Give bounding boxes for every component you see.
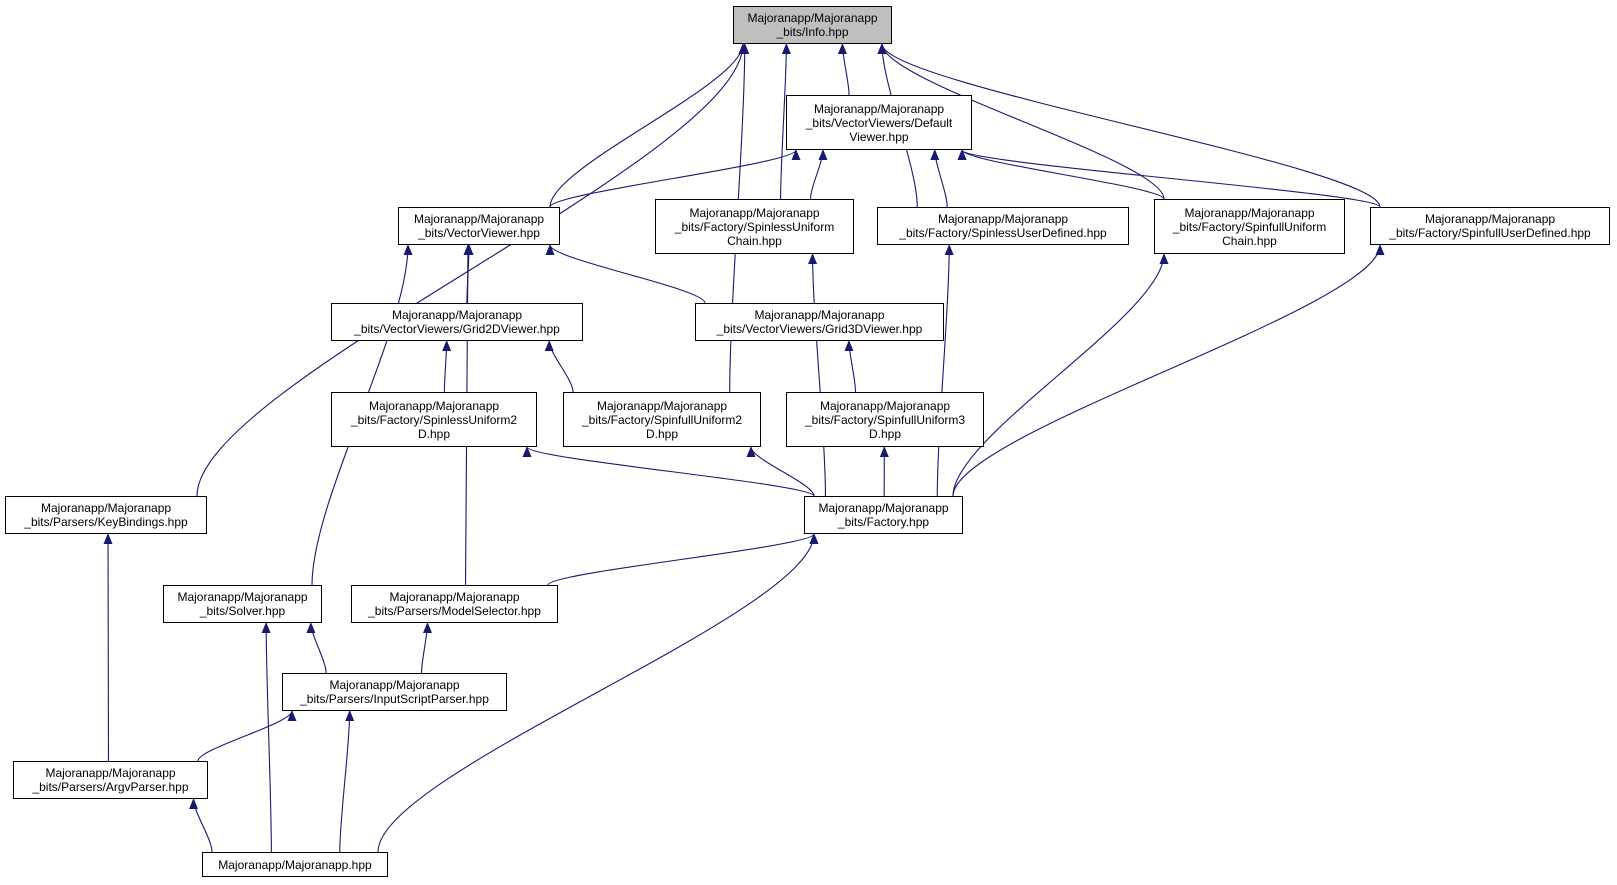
- node-label-line: _bits/Factory/SpinfullUniform2: [581, 412, 743, 427]
- edge-grid3d-to-vectorviewer: [545, 244, 706, 304]
- node-label-line: Majoranapp/Majoranapp: [329, 678, 460, 692]
- node-label-line: _bits/Factory/SpinfullUserDefined.hpp: [1389, 226, 1591, 240]
- node-label-line: _bits/Factory/SpinfullUniform: [1172, 219, 1327, 234]
- node-label-line: Viewer.hpp: [849, 129, 909, 144]
- node-label-line: Majoranapp/Majoranapp.hpp: [218, 857, 372, 872]
- edge-inputscript-to-solver: [306, 622, 327, 674]
- edge-spinfull3d-to-grid3d: [844, 340, 857, 393]
- node-grid3d[interactable]: Majoranapp/Majoranapp_bits/VectorViewers…: [695, 303, 944, 341]
- node-label-line: _bits/VectorViewers/Grid3DViewer.hpp: [716, 322, 923, 336]
- node-factory[interactable]: Majoranapp/Majoranapp_bits/Factory.hpp: [804, 496, 963, 534]
- node-label-line: Majoranapp/Majoranapp: [747, 11, 878, 25]
- node-label-line: Majoranapp/Majoranapp: [1184, 205, 1315, 220]
- node-label-line: _bits/VectorViewers/Default: [805, 115, 953, 130]
- node-label-line: Majoranapp/Majoranapp: [937, 212, 1069, 226]
- node-spinfulluser[interactable]: Majoranapp/Majoranapp_bits/Factory/Spinf…: [1370, 207, 1610, 245]
- node-label-line: _bits/Info.hpp: [776, 25, 849, 39]
- node-spinfull3d[interactable]: Majoranapp/Majoranapp_bits/Factory/Spinf…: [786, 392, 984, 447]
- node-solver[interactable]: Majoranapp/Majoranapp_bits/Solver.hpp: [163, 585, 322, 623]
- edge-spinfulluser-to-info: [877, 43, 1381, 208]
- node-argvparser[interactable]: Majoranapp/Majoranapp_bits/Parsers/ArgvP…: [13, 761, 208, 799]
- edge-keybindings-to-info: [196, 43, 748, 497]
- node-label-line: Majoranapp/Majoranapp: [754, 308, 885, 322]
- edge-factory-to-spinfullchain: [952, 253, 1169, 497]
- edge-majoranapp-to-solver: [261, 622, 272, 853]
- edge-spinless2d-to-grid2d: [442, 340, 452, 393]
- node-label-line: Majoranapp/Majoranapp: [818, 501, 949, 515]
- node-label-line: Majoranapp/Majoranapp: [1424, 212, 1556, 226]
- node-label-line: _bits/Parsers/ModelSelector.hpp: [368, 604, 541, 618]
- node-label-line: Chain.hpp: [1222, 233, 1277, 248]
- node-vectorviewer[interactable]: Majoranapp/Majoranapp_bits/VectorViewer.…: [398, 207, 560, 245]
- node-label-line: _bits/Parsers/ArgvParser.hpp: [32, 780, 189, 794]
- node-spinlessuser[interactable]: Majoranapp/Majoranapp_bits/Factory/Spinl…: [877, 207, 1129, 245]
- node-label-line: _bits/Parsers/KeyBindings.hpp: [24, 515, 188, 529]
- edge-vectorviewer-to-info: [549, 43, 748, 208]
- node-spinfullchain[interactable]: Majoranapp/Majoranapp_bits/Factory/Spinf…: [1154, 199, 1345, 254]
- node-grid2d[interactable]: Majoranapp/Majoranapp_bits/VectorViewers…: [331, 303, 583, 341]
- edge-defaultviewer-to-info: [837, 43, 850, 96]
- edge-layer: [103, 43, 1385, 853]
- node-label-line: _bits/Solver.hpp: [199, 604, 286, 618]
- node-spinlesschain[interactable]: Majoranapp/Majoranapp_bits/Factory/Spinl…: [655, 199, 854, 254]
- node-label-line: Majoranapp/Majoranapp: [177, 590, 308, 604]
- edge-spinfull2d-to-grid2d: [544, 340, 574, 393]
- edge-factory-to-spinfulluser: [952, 244, 1385, 497]
- node-label-line: _bits/Factory/SpinlessUniform: [674, 219, 835, 234]
- node-spinfull2d[interactable]: Majoranapp/Majoranapp_bits/Factory/Spinf…: [563, 392, 761, 447]
- edge-factory-to-spinfull2d: [746, 446, 815, 497]
- node-label-line: D.hpp: [645, 426, 679, 441]
- node-label-line: Chain.hpp: [727, 233, 782, 248]
- node-label-line: D.hpp: [868, 426, 902, 441]
- edge-majoranapp-to-factory: [377, 533, 819, 853]
- edge-spinlesschain-to-info: [780, 43, 791, 200]
- node-label-line: Majoranapp/Majoranapp: [45, 766, 176, 780]
- node-label-line: _bits/Factory/SpinlessUserDefined.hpp: [899, 226, 1107, 240]
- node-label-line: _bits/VectorViewer.hpp: [418, 226, 540, 240]
- edge-inputscript-to-modelselector: [420, 622, 432, 674]
- edge-majoranapp-to-argvparser: [189, 798, 213, 853]
- node-inputscript[interactable]: Majoranapp/Majoranapp_bits/Parsers/Input…: [282, 673, 507, 711]
- node-label-line: Majoranapp/Majoranapp: [391, 308, 523, 322]
- node-label-line: Majoranapp/Majoranapp: [596, 398, 728, 413]
- node-label-line: _bits/Factory/SpinlessUniform2: [350, 412, 518, 427]
- node-label-line: Majoranapp/Majoranapp: [40, 501, 172, 515]
- node-label-line: D.hpp: [417, 426, 451, 441]
- node-label-line: Majoranapp/Majoranapp: [413, 212, 545, 226]
- node-modelselector[interactable]: Majoranapp/Majoranapp_bits/Parsers/Model…: [351, 585, 558, 623]
- node-label-line: _bits/Factory/SpinfullUniform3: [804, 412, 966, 427]
- node-keybindings[interactable]: Majoranapp/Majoranapp_bits/Parsers/KeyBi…: [5, 496, 207, 534]
- edge-spinlesschain-to-defaultviewer: [809, 149, 828, 200]
- node-defaultviewer[interactable]: Majoranapp/Majoranapp_bits/VectorViewers…: [786, 95, 972, 150]
- node-spinless2d[interactable]: Majoranapp/Majoranapp_bits/Factory/Spinl…: [331, 392, 537, 447]
- node-label-line: Majoranapp/Majoranapp: [368, 398, 500, 413]
- edge-factory-to-spinless2d: [522, 446, 815, 497]
- node-label-line: _bits/VectorViewers/Grid2DViewer.hpp: [354, 322, 560, 336]
- edge-vectorviewer-to-defaultviewer: [549, 149, 801, 208]
- edge-factory-to-spinlessuser: [936, 244, 954, 497]
- node-label-line: Majoranapp/Majoranapp: [389, 590, 520, 604]
- edge-spinfullchain-to-defaultviewer: [957, 149, 1165, 200]
- edge-majoranapp-to-inputscript: [339, 710, 355, 853]
- node-label-line: _bits/Factory.hpp: [837, 515, 930, 529]
- edge-spinlessuser-to-defaultviewer: [930, 149, 948, 208]
- edge-modelselector-to-factory: [547, 533, 819, 586]
- edge-spinfullchain-to-info: [877, 43, 1165, 200]
- edge-factory-to-spinlesschain: [808, 253, 826, 497]
- node-info: Majoranapp/Majoranapp_bits/Info.hpp: [733, 6, 892, 44]
- node-label-line: _bits/Parsers/InputScriptParser.hpp: [300, 692, 489, 706]
- node-label-line: Majoranapp/Majoranapp: [689, 205, 820, 220]
- node-majoranapp[interactable]: Majoranapp/Majoranapp.hpp: [202, 852, 388, 877]
- node-label-line: Majoranapp/Majoranapp: [819, 398, 951, 413]
- edge-argvparser-to-inputscript: [197, 710, 297, 762]
- edge-spinfulluser-to-defaultviewer: [957, 149, 1381, 208]
- node-label-line: Majoranapp/Majoranapp: [813, 101, 945, 116]
